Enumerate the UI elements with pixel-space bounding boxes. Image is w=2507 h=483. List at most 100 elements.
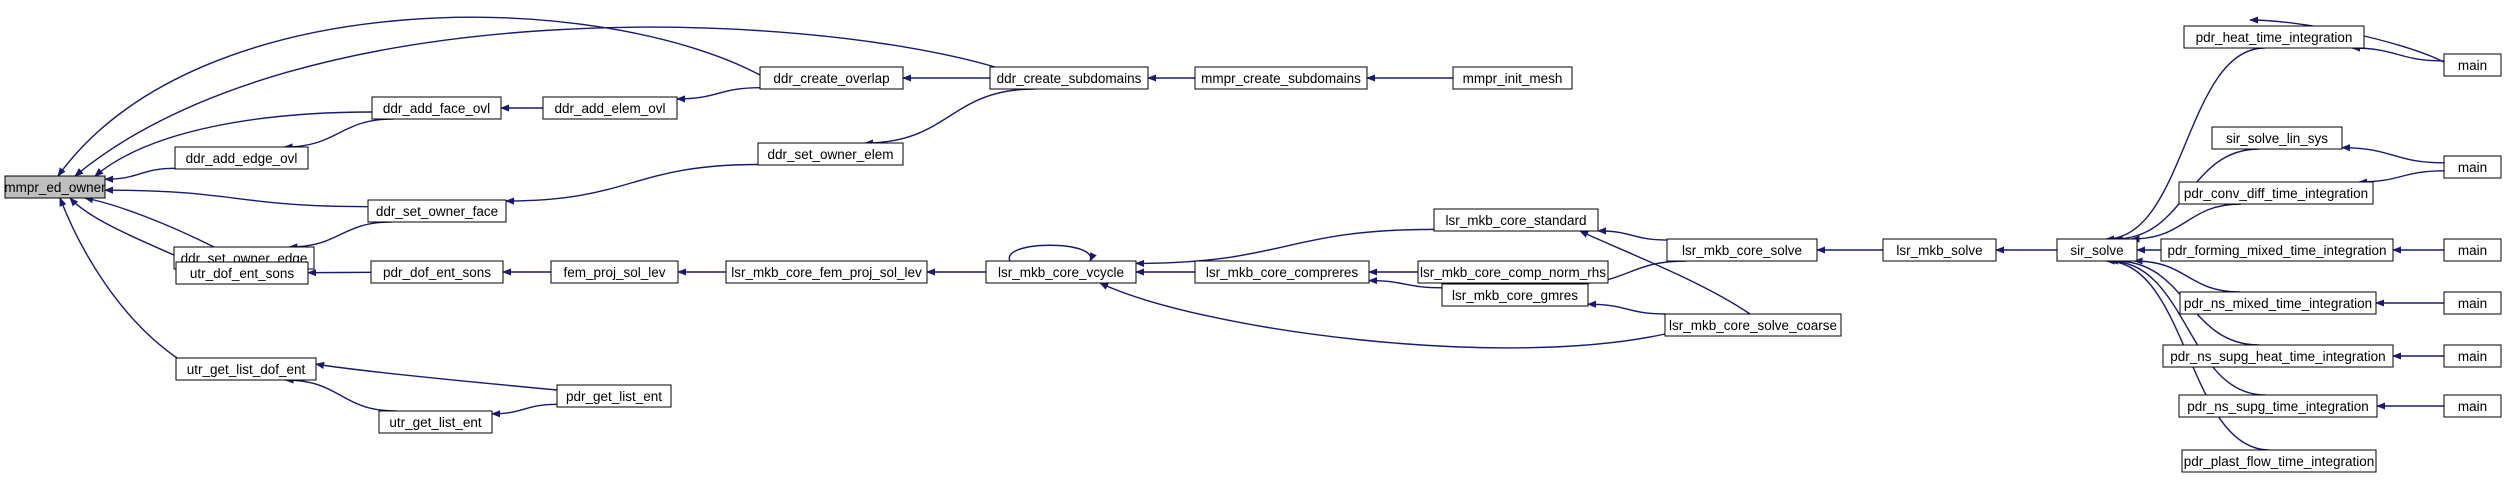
node-lsr_mkb_core_solve_coarse[interactable]: lsr_mkb_core_solve_coarse: [1664, 313, 1842, 337]
node-pdr_conv_diff_time_integration[interactable]: pdr_conv_diff_time_integration: [2178, 181, 2374, 205]
node-box: [2443, 344, 2502, 368]
node-label: main: [2458, 399, 2487, 414]
edge-lsr_mkb_core_vcycle-to-lsr_mkb_core_vcycle: [1008, 244, 1097, 262]
node-sir_solve[interactable]: sir_solve: [2056, 238, 2138, 262]
node-pdr_forming_mixed_time_integration[interactable]: pdr_forming_mixed_time_integration: [2160, 238, 2394, 262]
node-box: [2181, 449, 2377, 473]
node-label: ddr_add_face_ovl: [383, 101, 490, 116]
node-box: [378, 410, 493, 434]
node-box: [2211, 126, 2343, 150]
node-lsr_mkb_core_standard[interactable]: lsr_mkb_core_standard: [1433, 208, 1599, 232]
node-box: [725, 260, 928, 284]
node-box: [2178, 394, 2378, 418]
edge-ddr_add_face_ovl-to-ddr_add_edge_ovl: [283, 118, 394, 151]
node-label: sir_solve_lin_sys: [2226, 131, 2328, 146]
node-box: [2179, 291, 2377, 315]
node-main_4[interactable]: main: [2443, 291, 2502, 315]
node-label: utr_dof_ent_sons: [190, 266, 295, 281]
edge-ddr_create_subdomains-to-mmpr_ed_owner: [74, 26, 996, 177]
node-ddr_set_owner_face[interactable]: ddr_set_owner_face: [367, 199, 507, 223]
node-box: [1441, 283, 1589, 307]
node-mmpr_create_subdomains[interactable]: mmpr_create_subdomains: [1194, 66, 1368, 90]
node-box: [371, 96, 502, 120]
edge-utr_get_list_ent-to-utr_get_list_dof_ent: [284, 376, 397, 412]
node-label: ddr_set_owner_elem: [767, 147, 893, 162]
node-utr_get_list_dof_ent[interactable]: utr_get_list_dof_ent: [175, 357, 317, 381]
edge-utr_dof_ent_sons-to-mmpr_ed_owner: [69, 197, 191, 263]
node-lsr_mkb_core_comp_norm_rhs[interactable]: lsr_mkb_core_comp_norm_rhs: [1417, 260, 1609, 284]
node-box: [2056, 238, 2138, 262]
node-utr_get_list_ent[interactable]: utr_get_list_ent: [378, 410, 493, 434]
node-box: [175, 261, 309, 285]
edge-lsr_mkb_core_solve_coarse-to-lsr_mkb_core_standard: [1579, 230, 1751, 315]
node-fem_proj_sol_lev[interactable]: fem_proj_sol_lev: [550, 260, 679, 284]
node-pdr_dof_ent_sons[interactable]: pdr_dof_ent_sons: [370, 260, 504, 284]
node-ddr_add_face_ovl[interactable]: ddr_add_face_ovl: [371, 96, 502, 120]
node-label: ddr_create_overlap: [773, 71, 889, 86]
edge-pdr_conv_diff_time_integration-to-sir_solve: [2130, 203, 2242, 243]
node-box: [989, 66, 1149, 90]
edge-pdr_ns_mixed_time_integration-to-sir_solve: [2133, 257, 2241, 293]
edge-ddr_create_subdomains-to-ddr_set_owner_elem: [864, 88, 1035, 147]
edge-utr_get_list_dof_ent-to-mmpr_ed_owner: [59, 197, 181, 361]
node-label: pdr_plast_flow_time_integration: [2184, 454, 2375, 469]
node-pdr_ns_supg_heat_time_integration[interactable]: pdr_ns_supg_heat_time_integration: [2162, 344, 2394, 368]
node-ddr_add_elem_ovl[interactable]: ddr_add_elem_ovl: [542, 96, 678, 120]
node-label: utr_get_list_ent: [389, 415, 482, 430]
edge-main_2-to-pdr_conv_diff_time_integration: [2358, 170, 2445, 186]
node-box: [757, 142, 904, 166]
node-ddr_set_owner_elem[interactable]: ddr_set_owner_elem: [757, 142, 904, 166]
node-main_1[interactable]: main: [2443, 53, 2502, 77]
node-pdr_get_list_ent[interactable]: pdr_get_list_ent: [556, 384, 672, 408]
node-main_3[interactable]: main: [2443, 238, 2502, 262]
node-pdr_plast_flow_time_integration[interactable]: pdr_plast_flow_time_integration: [2181, 449, 2377, 473]
node-label: main: [2458, 296, 2487, 311]
node-box: [2443, 291, 2502, 315]
node-lsr_mkb_core_vcycle[interactable]: lsr_mkb_core_vcycle: [985, 260, 1137, 284]
node-label: lsr_mkb_core_solve: [1682, 243, 1802, 258]
edge-ddr_set_owner_elem-to-ddr_set_owner_face: [505, 163, 759, 205]
node-main_2[interactable]: main: [2443, 155, 2502, 179]
node-label: lsr_mkb_core_gmres: [1452, 288, 1578, 303]
edge-ddr_set_owner_face-to-mmpr_ed_owner: [104, 186, 369, 208]
node-main_5[interactable]: main: [2443, 344, 2502, 368]
node-box: [1194, 66, 1368, 90]
node-lsr_mkb_solve[interactable]: lsr_mkb_solve: [1882, 238, 1997, 262]
node-label: ddr_set_owner_face: [376, 204, 498, 219]
node-label: mmpr_init_mesh: [1463, 71, 1563, 86]
edge-ddr_create_overlap-to-ddr_add_elem_ovl: [676, 86, 761, 103]
node-label: ddr_create_subdomains: [997, 71, 1142, 86]
node-box: [2162, 344, 2394, 368]
node-label: main: [2458, 243, 2487, 258]
node-lsr_mkb_core_compreres[interactable]: lsr_mkb_core_compreres: [1194, 260, 1370, 284]
node-box: [1433, 208, 1599, 232]
node-lsr_mkb_core_gmres[interactable]: lsr_mkb_core_gmres: [1441, 283, 1589, 307]
node-mmpr_init_mesh[interactable]: mmpr_init_mesh: [1452, 66, 1573, 90]
edge-ddr_create_overlap-to-mmpr_ed_owner: [57, 16, 761, 177]
edge-ddr_add_face_ovl-to-mmpr_ed_owner: [94, 111, 373, 177]
node-label: utr_get_list_dof_ent: [187, 362, 306, 377]
node-label: pdr_ns_supg_time_integration: [2187, 399, 2369, 414]
node-label: fem_proj_sol_lev: [563, 265, 665, 280]
node-pdr_heat_time_integration[interactable]: pdr_heat_time_integration: [2183, 25, 2365, 49]
node-lsr_mkb_core_fem_proj_sol_lev[interactable]: lsr_mkb_core_fem_proj_sol_lev: [725, 260, 928, 284]
node-sir_solve_lin_sys[interactable]: sir_solve_lin_sys: [2211, 126, 2343, 150]
nodes-layer: mmpr_ed_owner ddr_add_edge_ovl ddr_add_fac…: [4, 25, 2502, 473]
node-ddr_create_overlap[interactable]: ddr_create_overlap: [759, 66, 904, 90]
node-box: [2178, 181, 2374, 205]
node-label: lsr_mkb_core_comp_norm_rhs: [1420, 265, 1606, 280]
node-mmpr_ed_owner[interactable]: mmpr_ed_owner: [4, 175, 106, 199]
node-ddr_add_edge_ovl[interactable]: ddr_add_edge_ovl: [174, 146, 309, 170]
edge-main_1-to-pdr_heat_time_integration: [2351, 44, 2445, 62]
node-lsr_mkb_core_solve[interactable]: lsr_mkb_core_solve: [1666, 238, 1818, 262]
node-ddr_create_subdomains[interactable]: ddr_create_subdomains: [989, 66, 1149, 90]
node-utr_dof_ent_sons[interactable]: utr_dof_ent_sons: [175, 261, 309, 285]
node-label: lsr_mkb_solve: [1896, 243, 1982, 258]
edge-lsr_mkb_core_standard-to-lsr_mkb_core_vcycle: [1135, 228, 1435, 268]
node-pdr_ns_supg_time_integration[interactable]: pdr_ns_supg_time_integration: [2178, 394, 2378, 418]
node-box: [542, 96, 678, 120]
node-box: [759, 66, 904, 90]
node-main_6[interactable]: main: [2443, 394, 2502, 418]
node-label: ddr_add_elem_ovl: [554, 101, 665, 116]
node-pdr_ns_mixed_time_integration[interactable]: pdr_ns_mixed_time_integration: [2179, 291, 2377, 315]
